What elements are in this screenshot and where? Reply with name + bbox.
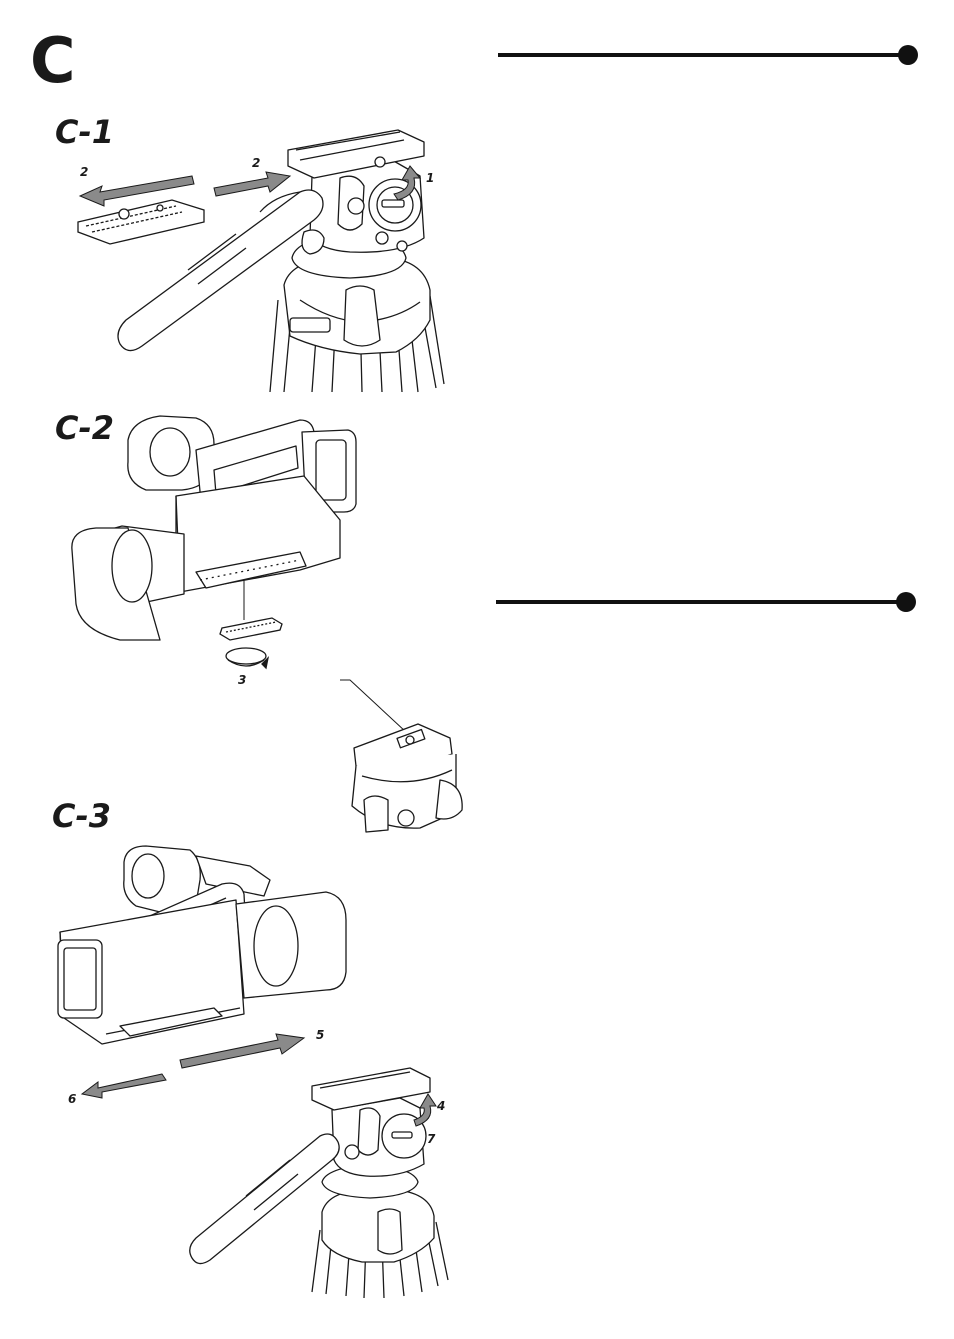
header-rule-top [498,45,918,65]
camera-illustration-c3 [58,846,346,1044]
quick-release-plate-c1 [78,200,204,244]
tripod-head-illustration-c3 [190,1068,448,1298]
camera-illustration-c2 [72,416,356,640]
tripod-head-illustration-c1 [118,130,444,392]
mounting-screw-plate-c2 [220,618,282,668]
tripod-head-closeup-c2 [340,680,462,832]
header-rule-middle [496,592,916,612]
